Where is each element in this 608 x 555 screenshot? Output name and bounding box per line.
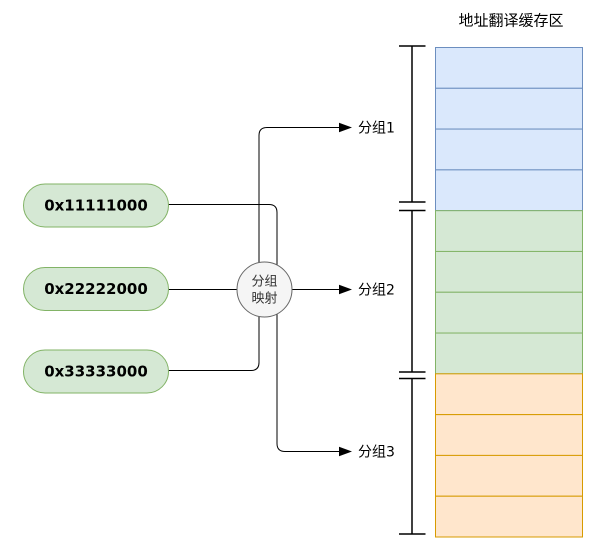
- group3-label: 分组3: [358, 445, 395, 461]
- address-pill-2-label: 0x22222000: [44, 280, 148, 298]
- bracket-group1: [399, 45, 426, 203]
- address-pill-3-shape: [23, 349, 169, 394]
- cache-cell-blue: [435, 128, 583, 171]
- arrowhead-group1-icon: [339, 122, 352, 133]
- connector-mapper-to-group1: [258, 127, 340, 263]
- cache-title: 地址翻译缓存区: [458, 12, 563, 30]
- address-pill-1-label: 0x11111000: [44, 197, 148, 215]
- connector-addr3-to-mapper: [168, 316, 260, 371]
- address-pill-2: 0x22222000: [23, 267, 169, 311]
- group-mapper-label-line1: 分组: [251, 275, 277, 290]
- cache-column: [435, 47, 583, 538]
- group1-label: 分组1: [358, 121, 395, 137]
- cache-cell-orange: [435, 414, 583, 456]
- cache-cell-blue: [435, 87, 583, 130]
- cache-cell-orange: [435, 495, 583, 538]
- brackets: [399, 45, 426, 535]
- address-pill-3-label: 0x33333000: [44, 363, 148, 381]
- cache-cell-green: [435, 291, 583, 334]
- group-mapper-node: 分组 映射: [236, 261, 293, 318]
- cache-cell-orange: [435, 454, 583, 497]
- connector-mapper-to-group3: [276, 314, 340, 452]
- address-pill-3: 0x33333000: [23, 349, 169, 394]
- arrowhead-group2-icon: [339, 284, 352, 295]
- cache-cell-blue: [435, 47, 583, 89]
- arrowhead-group3-icon: [339, 446, 352, 457]
- cache-cell-green: [435, 250, 583, 293]
- group-mapper-circle: [236, 261, 293, 318]
- group2-label: 分组2: [358, 283, 395, 299]
- bracket-group3: [399, 377, 426, 535]
- cache-cell-green: [435, 210, 583, 252]
- connectors: [168, 122, 352, 457]
- cache-cell-green: [435, 332, 583, 375]
- cache-cell-orange: [435, 373, 583, 416]
- address-pill-2-shape: [23, 267, 169, 311]
- connector-addr1-to-mapper: [168, 204, 278, 265]
- address-pill-1: 0x11111000: [23, 183, 169, 228]
- cache-cell-blue: [435, 169, 583, 212]
- address-pill-1-shape: [23, 183, 169, 228]
- bracket-group2: [399, 209, 426, 373]
- group-mapper-label-line2: 映射: [251, 291, 277, 307]
